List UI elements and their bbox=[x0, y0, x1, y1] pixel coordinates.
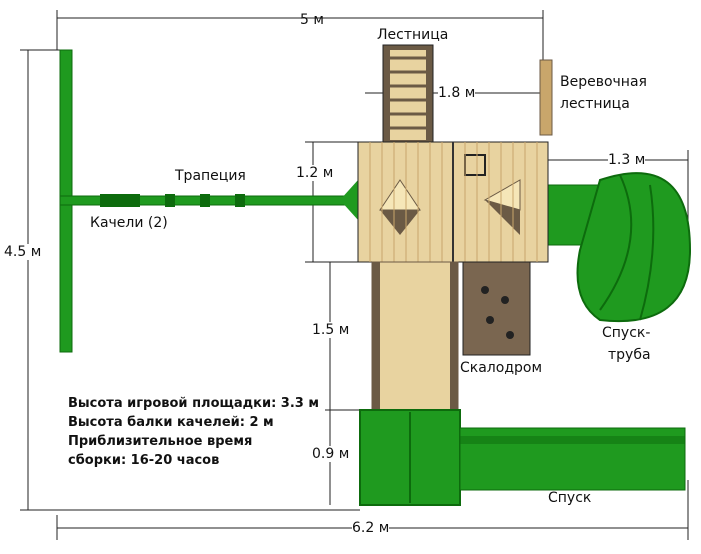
tube-slide-label-2: труба bbox=[608, 347, 651, 363]
depth-label: 4.5 м bbox=[4, 244, 42, 260]
slide bbox=[359, 409, 686, 506]
rope-ladder bbox=[539, 59, 553, 136]
stairs bbox=[371, 261, 459, 411]
width-bottom-label: 6.2 м bbox=[352, 520, 390, 536]
spec-line: Высота балки качелей: 2 м bbox=[68, 415, 274, 430]
climbing-wall bbox=[462, 261, 531, 356]
climbing-wall-label: Скалодром bbox=[460, 360, 543, 376]
width-top-label: 5 м bbox=[300, 12, 324, 28]
trapeze-label: Трапеция bbox=[175, 168, 246, 184]
dimension-lines bbox=[20, 10, 689, 540]
swing-frame bbox=[59, 49, 361, 353]
slide-label: Спуск bbox=[548, 490, 592, 506]
tube-slide bbox=[547, 172, 692, 323]
ladder-rungs bbox=[390, 56, 426, 130]
deck-height-label: 1.2 м bbox=[296, 165, 334, 181]
rope-ladder-label-2: лестница bbox=[560, 96, 630, 112]
ladder-label: Лестница bbox=[377, 27, 449, 43]
spec-line: Высота игровой площадки: 3.3 м bbox=[68, 396, 319, 411]
ladder bbox=[382, 44, 434, 143]
ladder-width-label: 1.8 м bbox=[438, 85, 476, 101]
spec-line: Приблизительное время bbox=[68, 434, 253, 449]
slide-base-label: 0.9 м bbox=[312, 446, 350, 462]
deck-roof bbox=[357, 141, 549, 263]
specs-block: Высота игровой площадки: 3.3 м Высота ба… bbox=[68, 394, 319, 470]
tube-slide-label: Спуск- bbox=[602, 325, 651, 341]
roof-planks bbox=[369, 142, 538, 262]
rope-ladder-label: Веревочная bbox=[560, 74, 647, 90]
swings-label: Качели (2) bbox=[90, 215, 168, 231]
tube-offset-label: 1.3 м bbox=[608, 152, 646, 168]
stairs-length-label: 1.5 м bbox=[312, 322, 350, 338]
spec-line: сборки: 16-20 часов bbox=[68, 453, 220, 468]
